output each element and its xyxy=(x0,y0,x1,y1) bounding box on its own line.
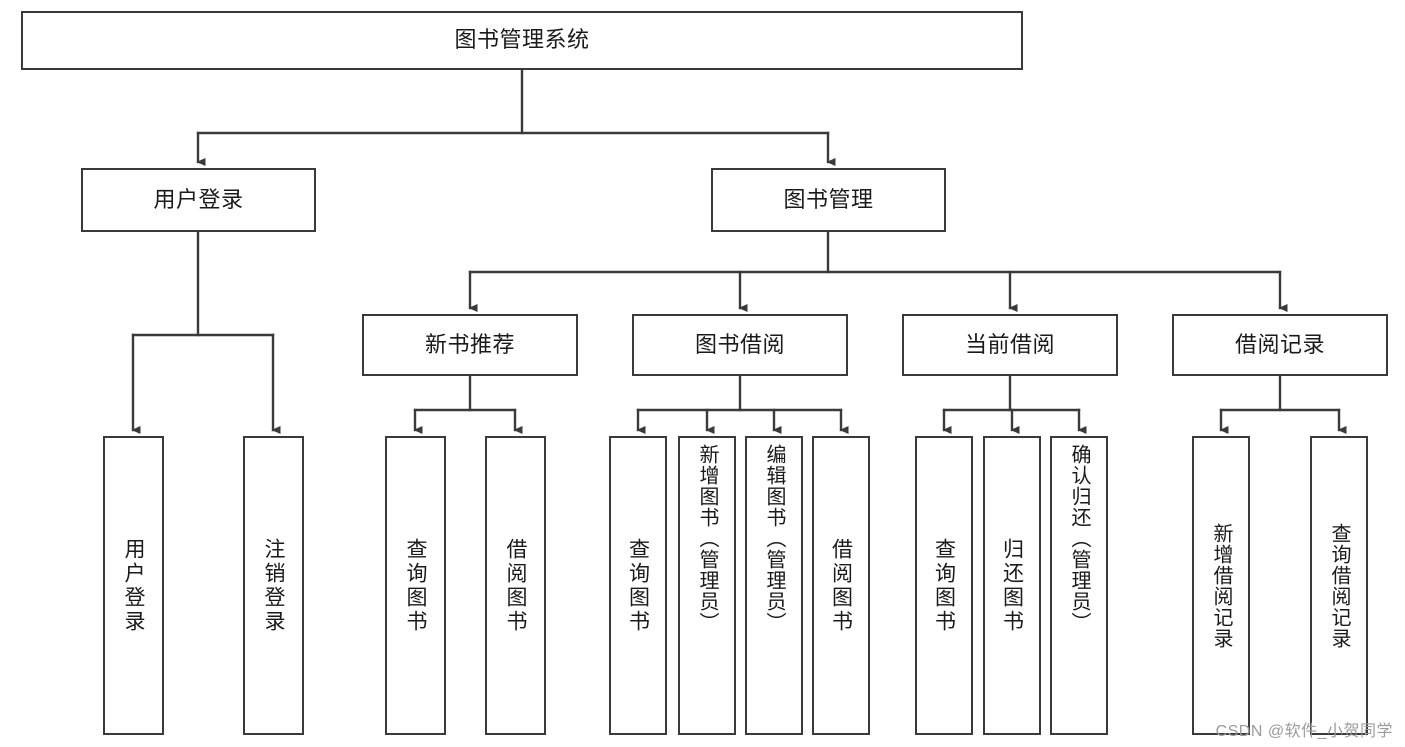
node-leaf-query-book-borrow-label: 查询图书 xyxy=(626,537,650,634)
node-new-book-rec[interactable]: 新书推荐 xyxy=(362,314,578,376)
node-leaf-query-book-borrow[interactable]: 查询图书 xyxy=(609,436,667,735)
node-user-login-label: 用户登录 xyxy=(153,186,244,212)
node-leaf-user-login-label: 用户登录 xyxy=(122,537,145,634)
node-book-borrow[interactable]: 图书借阅 xyxy=(632,314,848,376)
node-current-borrow[interactable]: 当前借阅 xyxy=(902,314,1118,376)
node-leaf-query-book-rec-label: 查询图书 xyxy=(404,537,427,634)
node-leaf-return-book-label: 归还图书 xyxy=(1000,537,1024,634)
node-leaf-query-book-cur-label: 查询图书 xyxy=(932,537,956,634)
node-leaf-return-book[interactable]: 归还图书 xyxy=(983,436,1041,735)
csdn-watermark: CSDN @软件_小贺同学 xyxy=(1215,723,1393,740)
node-leaf-user-login[interactable]: 用户登录 xyxy=(103,436,164,735)
node-leaf-edit-book[interactable]: 编辑图书（管理员） xyxy=(745,436,803,735)
node-new-book-rec-label: 新书推荐 xyxy=(424,331,515,357)
node-borrow-record[interactable]: 借阅记录 xyxy=(1172,314,1388,376)
node-leaf-confirm-return-label: 确认归还（管理员） xyxy=(1068,444,1090,633)
node-leaf-confirm-return[interactable]: 确认归还（管理员） xyxy=(1050,436,1108,735)
node-leaf-add-record-label: 新增借阅记录 xyxy=(1210,522,1232,649)
node-leaf-edit-book-label: 编辑图书（管理员） xyxy=(763,444,785,633)
node-leaf-user-logout-label: 注销登录 xyxy=(262,537,285,634)
node-leaf-borrow-book[interactable]: 借阅图书 xyxy=(812,436,870,735)
node-borrow-record-label: 借阅记录 xyxy=(1234,331,1325,357)
node-leaf-query-record[interactable]: 查询借阅记录 xyxy=(1310,436,1368,735)
node-book-manage[interactable]: 图书管理 xyxy=(711,168,946,232)
node-leaf-borrow-book-rec[interactable]: 借阅图书 xyxy=(485,436,546,735)
node-root-label: 图书管理系统 xyxy=(454,27,590,53)
node-leaf-borrow-book-label: 借阅图书 xyxy=(829,537,853,634)
node-user-login[interactable]: 用户登录 xyxy=(81,168,316,232)
node-leaf-query-book-rec[interactable]: 查询图书 xyxy=(385,436,446,735)
node-leaf-user-logout[interactable]: 注销登录 xyxy=(243,436,304,735)
node-leaf-borrow-book-rec-label: 借阅图书 xyxy=(504,537,527,634)
node-leaf-add-book[interactable]: 新增图书（管理员） xyxy=(678,436,736,735)
node-leaf-query-book-cur[interactable]: 查询图书 xyxy=(915,436,973,735)
node-leaf-add-book-label: 新增图书（管理员） xyxy=(696,444,718,633)
node-leaf-query-record-label: 查询借阅记录 xyxy=(1328,522,1350,649)
node-book-manage-label: 图书管理 xyxy=(783,186,874,212)
node-book-borrow-label: 图书借阅 xyxy=(694,331,785,357)
node-root[interactable]: 图书管理系统 xyxy=(21,11,1023,70)
node-leaf-add-record[interactable]: 新增借阅记录 xyxy=(1192,436,1250,735)
node-current-borrow-label: 当前借阅 xyxy=(964,331,1055,357)
